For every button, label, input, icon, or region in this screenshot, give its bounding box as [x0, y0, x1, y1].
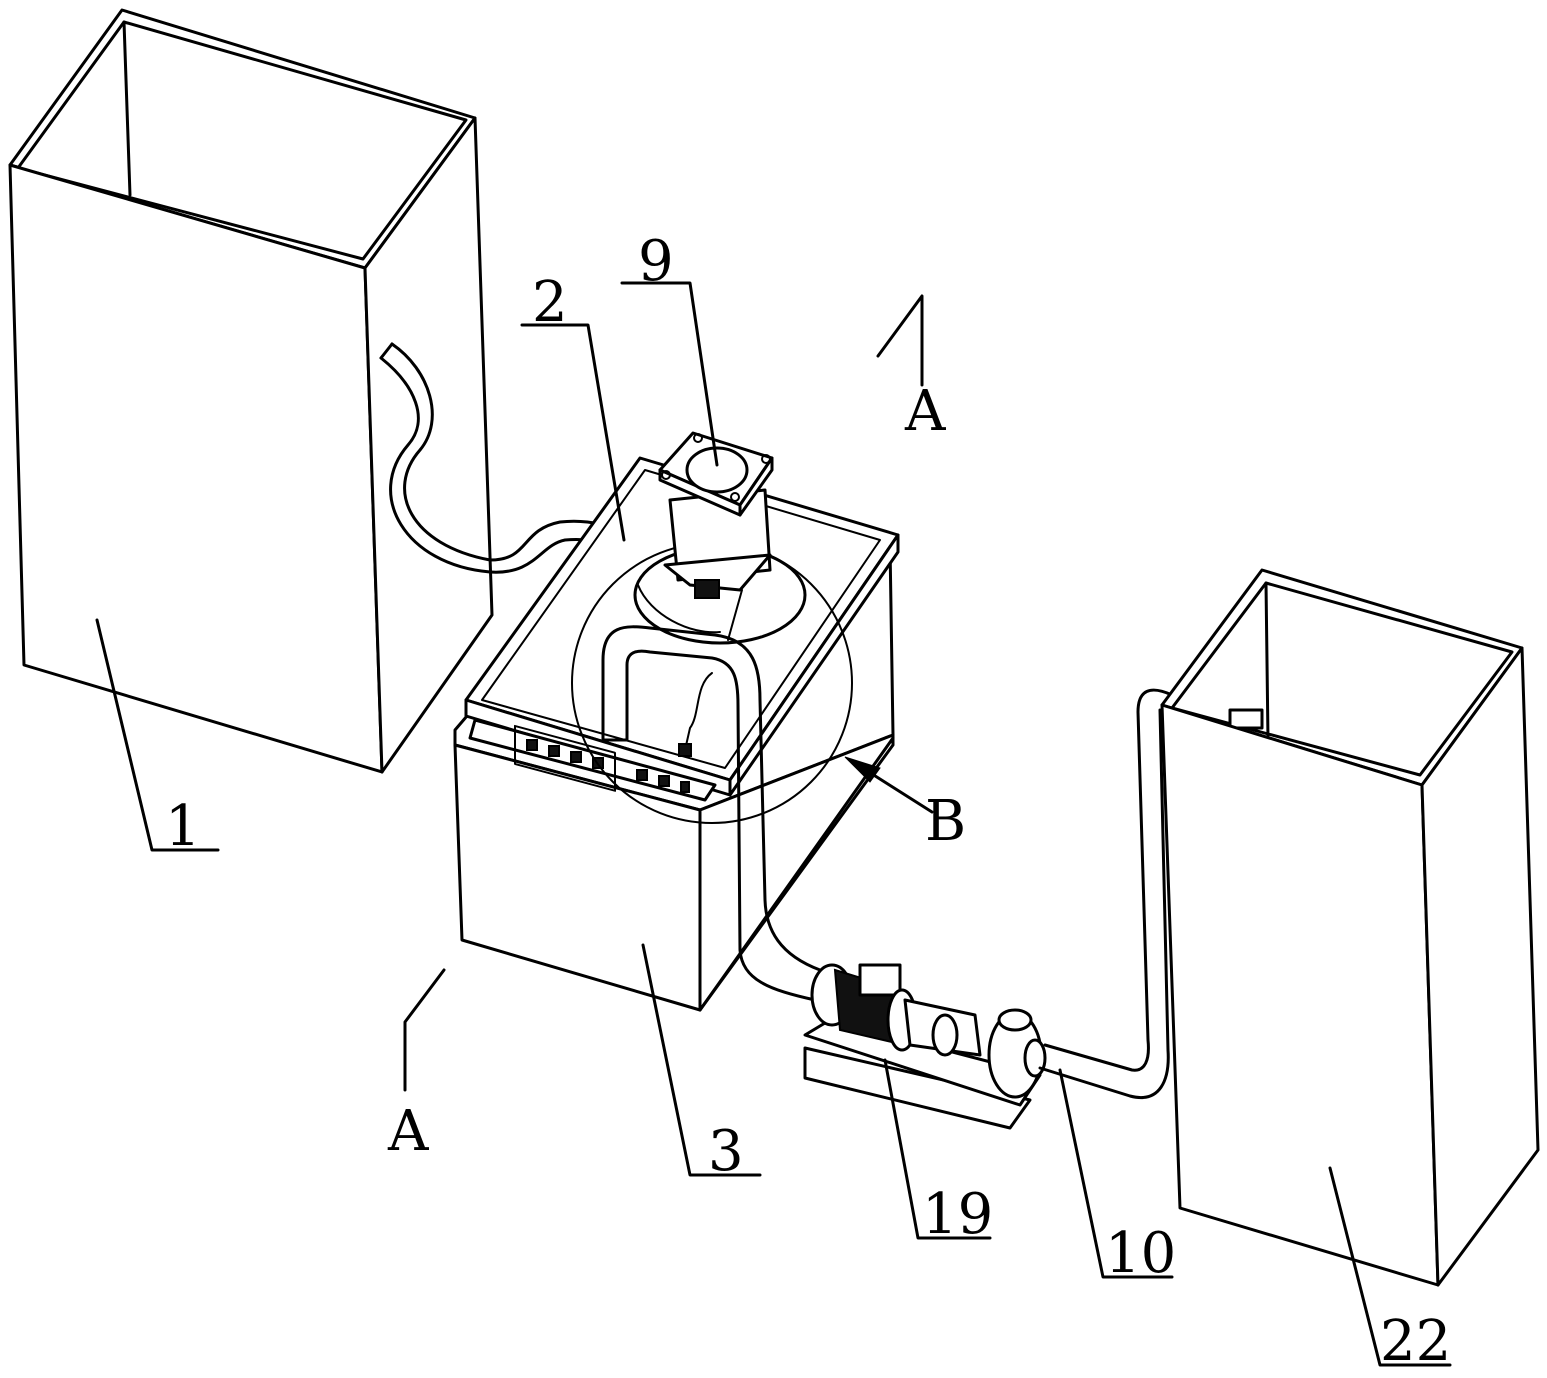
motor-9	[658, 431, 774, 599]
label-9: 9	[638, 229, 674, 294]
label-19: 19	[922, 1182, 993, 1247]
label-10: 10	[1105, 1221, 1176, 1286]
label-detail-b: B	[925, 789, 966, 854]
label-2: 2	[532, 270, 568, 335]
discharge-pipe	[601, 625, 822, 1002]
label-section-a-bottom: A	[387, 1099, 429, 1164]
section-a-bottom-marker	[403, 968, 446, 1092]
control-panel	[468, 718, 717, 802]
label-3: 3	[708, 1119, 744, 1184]
tank-1	[8, 8, 494, 774]
pipe-10	[1038, 688, 1174, 1099]
pump-19	[803, 963, 1047, 1130]
tank-22	[1160, 568, 1540, 1287]
label-section-a-top: A	[904, 379, 946, 444]
leader-lines	[95, 281, 1452, 1367]
section-a-top-marker	[876, 294, 924, 387]
label-1: 1	[165, 794, 201, 859]
label-22: 22	[1380, 1309, 1451, 1374]
